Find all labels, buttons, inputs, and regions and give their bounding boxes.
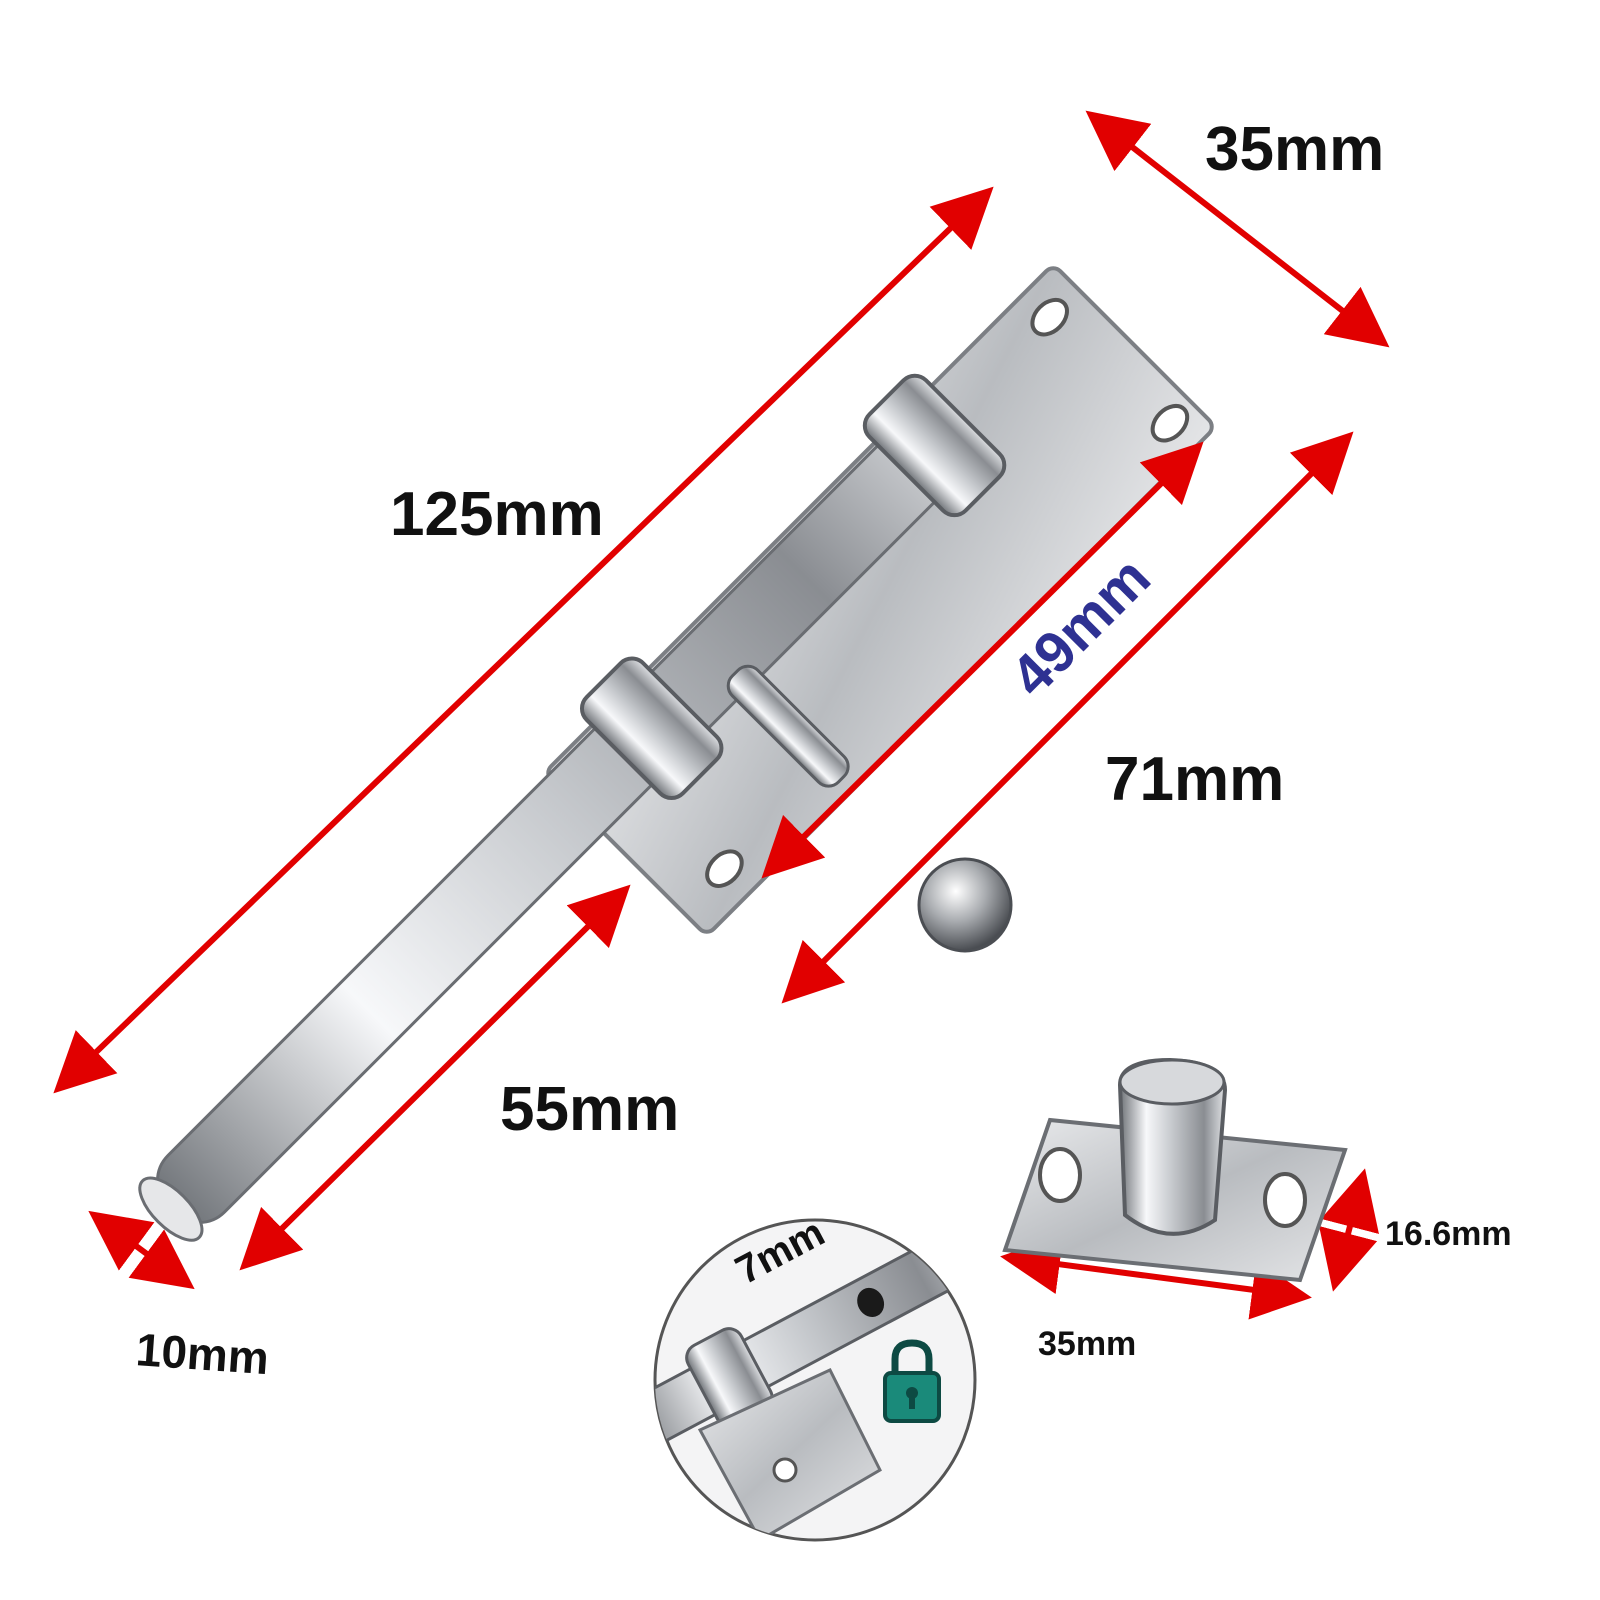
detail-plate (697, 1368, 882, 1540)
dimension-arrows (53, 110, 1390, 1320)
keeper-screw-hole (1038, 1147, 1082, 1203)
bolt-knob (917, 857, 1013, 953)
label-10mm: 10mm (134, 1323, 270, 1384)
arrow-35mm-top (1085, 110, 1390, 348)
arrow-16-6mm (1319, 1168, 1379, 1292)
detail-inset (653, 1218, 977, 1542)
detail-screw-hole (772, 1457, 798, 1483)
arrow-10mm (88, 1210, 195, 1290)
arrow-125mm (53, 186, 994, 1094)
detail-lock-hole (857, 1287, 885, 1318)
screw-hole (1030, 297, 1069, 337)
label-125mm: 125mm (390, 480, 604, 549)
arrow-49mm (761, 441, 1204, 879)
label-71mm: 71mm (1105, 745, 1284, 814)
keeper-screw-hole (1263, 1172, 1307, 1228)
keeper-bracket (1002, 1057, 1348, 1283)
keeper-tube-opening (1118, 1058, 1226, 1106)
arrow-keeper-35mm (1000, 1234, 1312, 1320)
label-35mm-top: 35mm (1205, 115, 1384, 184)
arrow-55mm (239, 884, 631, 1271)
label-16-6mm: 16.6mm (1385, 1215, 1512, 1253)
padlock-icon (883, 1339, 941, 1423)
label-keeper-35mm: 35mm (1038, 1325, 1136, 1363)
label-55mm: 55mm (500, 1075, 679, 1144)
